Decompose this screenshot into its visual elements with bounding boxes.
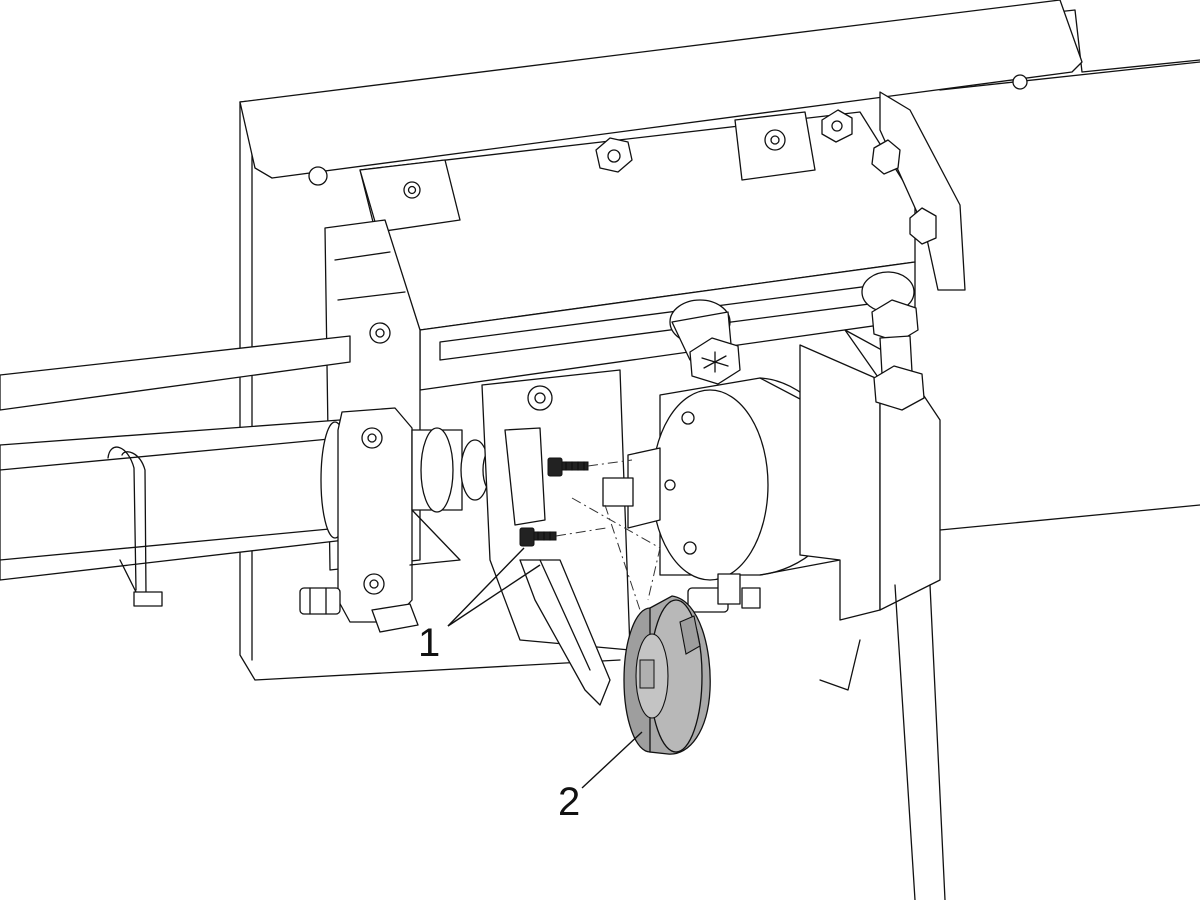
hex-nut-top (595, 109, 937, 245)
shaft-tube (0, 335, 351, 581)
screw-lower (519, 527, 557, 547)
motor-mount-plate (481, 369, 631, 651)
air-fitting-bottom (687, 573, 761, 613)
top-bracket (239, 0, 1083, 186)
callout-2: 2 (558, 731, 643, 824)
cam-disc (623, 595, 711, 755)
callout-label-2: 2 (558, 780, 580, 824)
adjust-bolt-right (861, 271, 925, 411)
rotary-actuator (602, 377, 846, 581)
right-bracket (799, 329, 946, 900)
cable-tie (107, 446, 163, 607)
air-fitting-left (299, 587, 341, 615)
clamp-block (359, 91, 966, 391)
lever-arm (519, 559, 611, 706)
callout-label-1: 1 (418, 621, 440, 665)
callout-1: 1 (418, 547, 541, 665)
shaft-collar (337, 407, 419, 633)
assembly-guide-lines (555, 459, 661, 641)
screw-upper (547, 457, 589, 477)
adjust-bolt-left (669, 299, 741, 385)
